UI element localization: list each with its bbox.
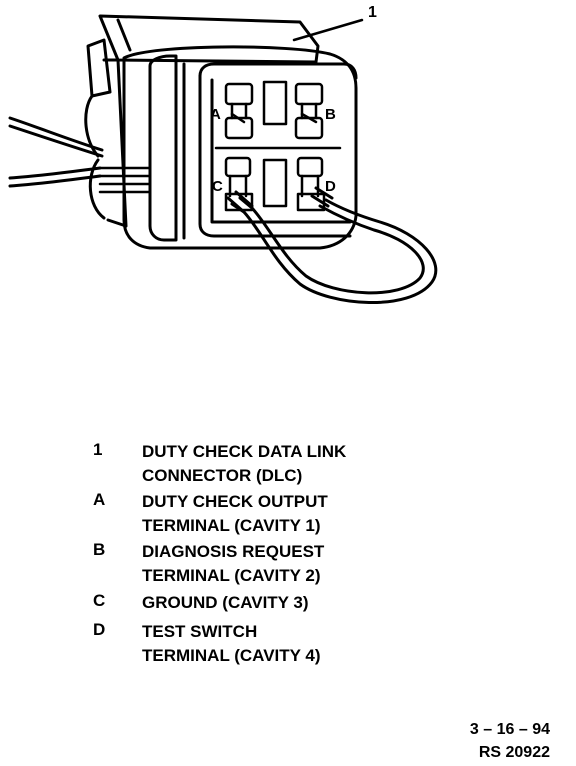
figure-reference: 3 – 16 – 94 RS 20922 (470, 718, 550, 764)
harness-wires (8, 116, 104, 188)
connector-rear-housing (84, 14, 320, 228)
figure-code: RS 20922 (478, 744, 550, 761)
legend-text: GROUND (CAVITY 3) (142, 593, 309, 612)
legend-key: B (93, 540, 106, 559)
legend-key: D (93, 620, 106, 639)
legend-text: DUTY CHECK DATA LINK CONNECTOR (DLC) (142, 442, 347, 485)
terminal-b-cavity (294, 82, 324, 140)
terminal-c-label: C (212, 178, 223, 195)
terminal-d-label: D (325, 178, 336, 195)
figure-date: 3 – 16 – 94 (469, 721, 550, 738)
callout-number: 1 (368, 4, 377, 21)
terminal-d-cavity (296, 156, 326, 212)
terminal-a-cavity (224, 82, 254, 140)
terminal-b-label: B (325, 106, 336, 123)
cavity-dividers (214, 80, 342, 208)
connector-diagram: A B C D 1 (8, 4, 438, 304)
legend-text: DIAGNOSIS REQUEST TERMINAL (CAVITY 2) (142, 542, 325, 585)
legend-key: 1 (93, 440, 103, 459)
dlc-illustration: A B C D (8, 14, 438, 304)
legend-key: C (93, 591, 106, 610)
jumper-wire (226, 186, 438, 304)
legend-key: A (93, 490, 106, 509)
legend-text: TEST SWITCH TERMINAL (CAVITY 4) (142, 622, 321, 665)
connector-body (122, 45, 358, 250)
legend-text: DUTY CHECK OUTPUT TERMINAL (CAVITY 1) (142, 492, 328, 535)
callout-leader (292, 18, 364, 42)
terminal-a-label: A (210, 106, 221, 123)
